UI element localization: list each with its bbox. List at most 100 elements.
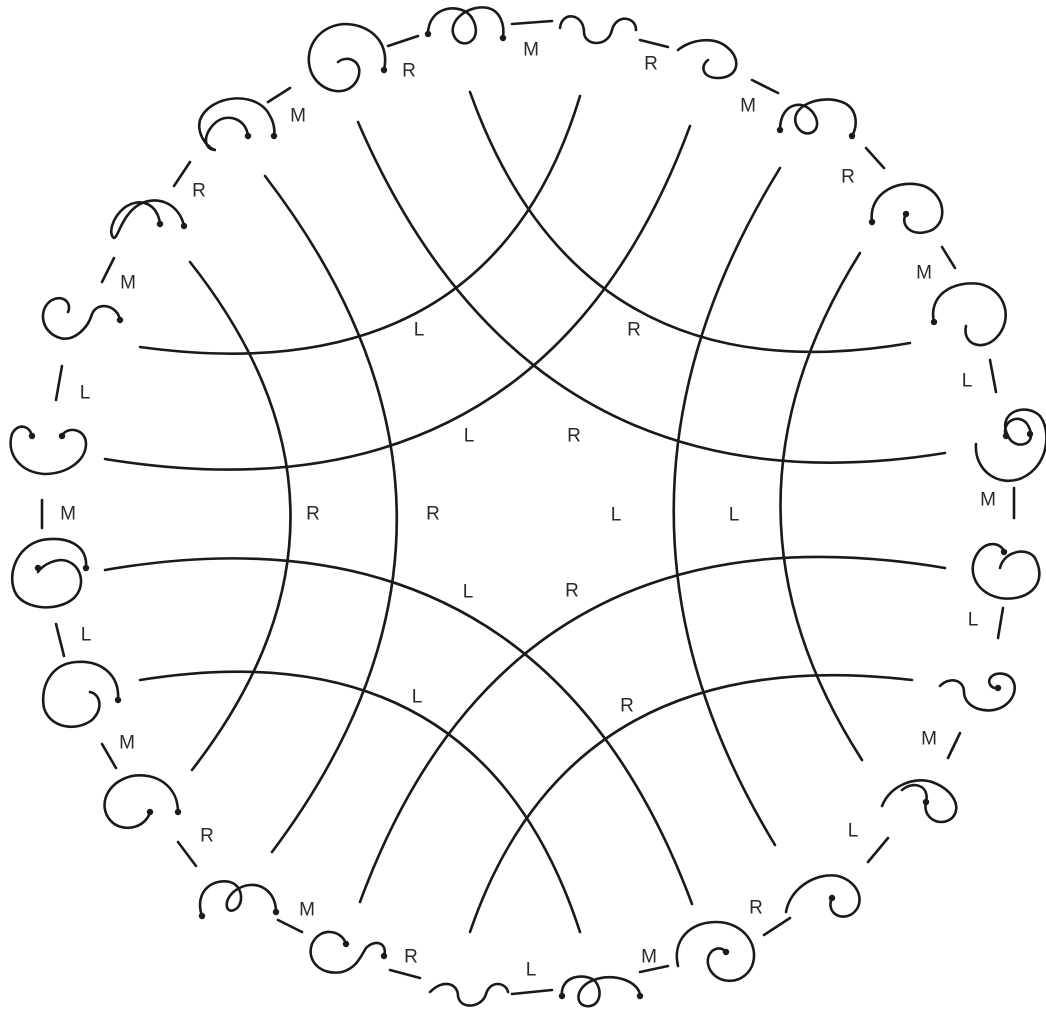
- interior-arc: [265, 176, 397, 852]
- curl-end-dot: [199, 913, 205, 919]
- curl-end-dot: [35, 565, 41, 571]
- curl-glyph: [428, 7, 503, 43]
- boundary-label: R: [200, 826, 214, 847]
- curl-end-dot: [29, 433, 35, 439]
- curl-end-dot: [381, 953, 387, 959]
- boundary-segments: [42, 21, 1014, 994]
- inner-label: R: [306, 504, 320, 525]
- boundary-segment: [278, 920, 302, 932]
- inner-label: L: [464, 426, 475, 447]
- curl-glyph: [43, 662, 118, 727]
- inner-label: L: [412, 687, 423, 708]
- boundary-segment: [868, 838, 888, 862]
- interior-arc: [470, 675, 912, 932]
- curl-glyph: [12, 539, 86, 607]
- curl-end-dot: [381, 67, 387, 73]
- boundary-label: M: [740, 96, 756, 117]
- curl-end-dot: [777, 127, 783, 133]
- boundary-label: M: [921, 729, 937, 750]
- curl-end-dot: [273, 909, 279, 915]
- curl-glyph: [940, 674, 1015, 711]
- curl-end-dot: [903, 211, 909, 217]
- curls: [11, 7, 1046, 1006]
- curl-glyph: [976, 410, 1046, 481]
- boundary-label: L: [848, 821, 859, 842]
- curl-end-dot: [157, 221, 163, 227]
- inner-label: L: [611, 505, 622, 526]
- curl-end-dot: [723, 949, 729, 955]
- boundary-label: R: [402, 61, 416, 82]
- boundary-segment: [102, 258, 114, 282]
- boundary-label: L: [81, 625, 92, 646]
- curl-end-dot: [559, 993, 565, 999]
- boundary-segment: [866, 148, 884, 168]
- curl-end-dot: [245, 133, 251, 139]
- curl-glyph: [105, 775, 178, 828]
- interior-arc: [105, 126, 690, 470]
- curl-end-dot: [343, 941, 349, 947]
- boundary-segment: [174, 162, 190, 186]
- boundary-segment: [752, 80, 778, 93]
- curl-end-dot: [923, 799, 929, 805]
- inner-label: L: [463, 582, 474, 603]
- curl-end-dot: [1027, 431, 1033, 437]
- boundary-segment: [56, 366, 62, 400]
- boundary-segment: [942, 247, 955, 268]
- inner-label: R: [620, 696, 634, 717]
- boundary-label: M: [119, 733, 135, 754]
- boundary-label: M: [60, 504, 76, 525]
- boundary-label: L: [962, 371, 973, 392]
- inner-label: R: [627, 320, 641, 341]
- boundary-segment: [102, 744, 116, 768]
- curl-glyph: [309, 24, 385, 91]
- curl-glyph: [678, 40, 736, 78]
- curl-end-dot: [115, 697, 121, 703]
- boundary-label: R: [841, 167, 855, 188]
- boundary-segment: [512, 990, 552, 994]
- curl-end-dot: [931, 319, 937, 325]
- interior-arcs: [105, 92, 945, 932]
- boundary-segment: [998, 608, 1003, 638]
- boundary-labels: M R M R M L M L M L R M L R M R M L M L …: [60, 40, 996, 981]
- boundary-segment: [990, 360, 996, 392]
- curl-end-dot: [869, 219, 875, 225]
- curl-glyph: [199, 98, 274, 150]
- curl-end-dot: [500, 35, 506, 41]
- curl-glyph: [11, 427, 86, 474]
- boundary-label: M: [916, 263, 932, 284]
- boundary-segment: [390, 970, 420, 978]
- boundary-label: R: [192, 181, 206, 202]
- boundary-segment: [178, 842, 196, 866]
- boundary-segment: [764, 918, 790, 935]
- boundary-label: L: [526, 960, 537, 981]
- interior-arc: [674, 168, 780, 845]
- curl-end-dot: [995, 685, 1001, 691]
- inner-label: L: [729, 505, 740, 526]
- curl-end-dot: [1003, 433, 1009, 439]
- curl-glyph: [430, 984, 508, 1006]
- boundary-label: R: [749, 898, 763, 919]
- inner-label: R: [567, 426, 581, 447]
- interior-arc: [358, 122, 945, 463]
- boundary-label: L: [80, 383, 91, 404]
- interior-arc: [140, 672, 580, 932]
- curl-glyph: [786, 875, 860, 916]
- boundary-label: M: [299, 900, 315, 921]
- inner-label: R: [426, 504, 440, 525]
- boundary-segment: [268, 88, 290, 102]
- curl-end-dot: [425, 31, 431, 37]
- curl-end-dot: [181, 223, 187, 229]
- curl-end-dot: [117, 317, 123, 323]
- boundary-label: R: [404, 947, 418, 968]
- boundary-label: M: [641, 947, 657, 968]
- curl-glyph: [933, 283, 1006, 345]
- curl-glyph: [780, 99, 856, 136]
- boundary-label: L: [968, 610, 979, 631]
- curl-glyph: [111, 200, 184, 238]
- boundary-label: M: [120, 273, 136, 294]
- curl-end-dot: [147, 809, 153, 815]
- curl-end-dot: [849, 133, 855, 139]
- curl-end-dot: [175, 809, 181, 815]
- curl-glyph: [677, 922, 754, 981]
